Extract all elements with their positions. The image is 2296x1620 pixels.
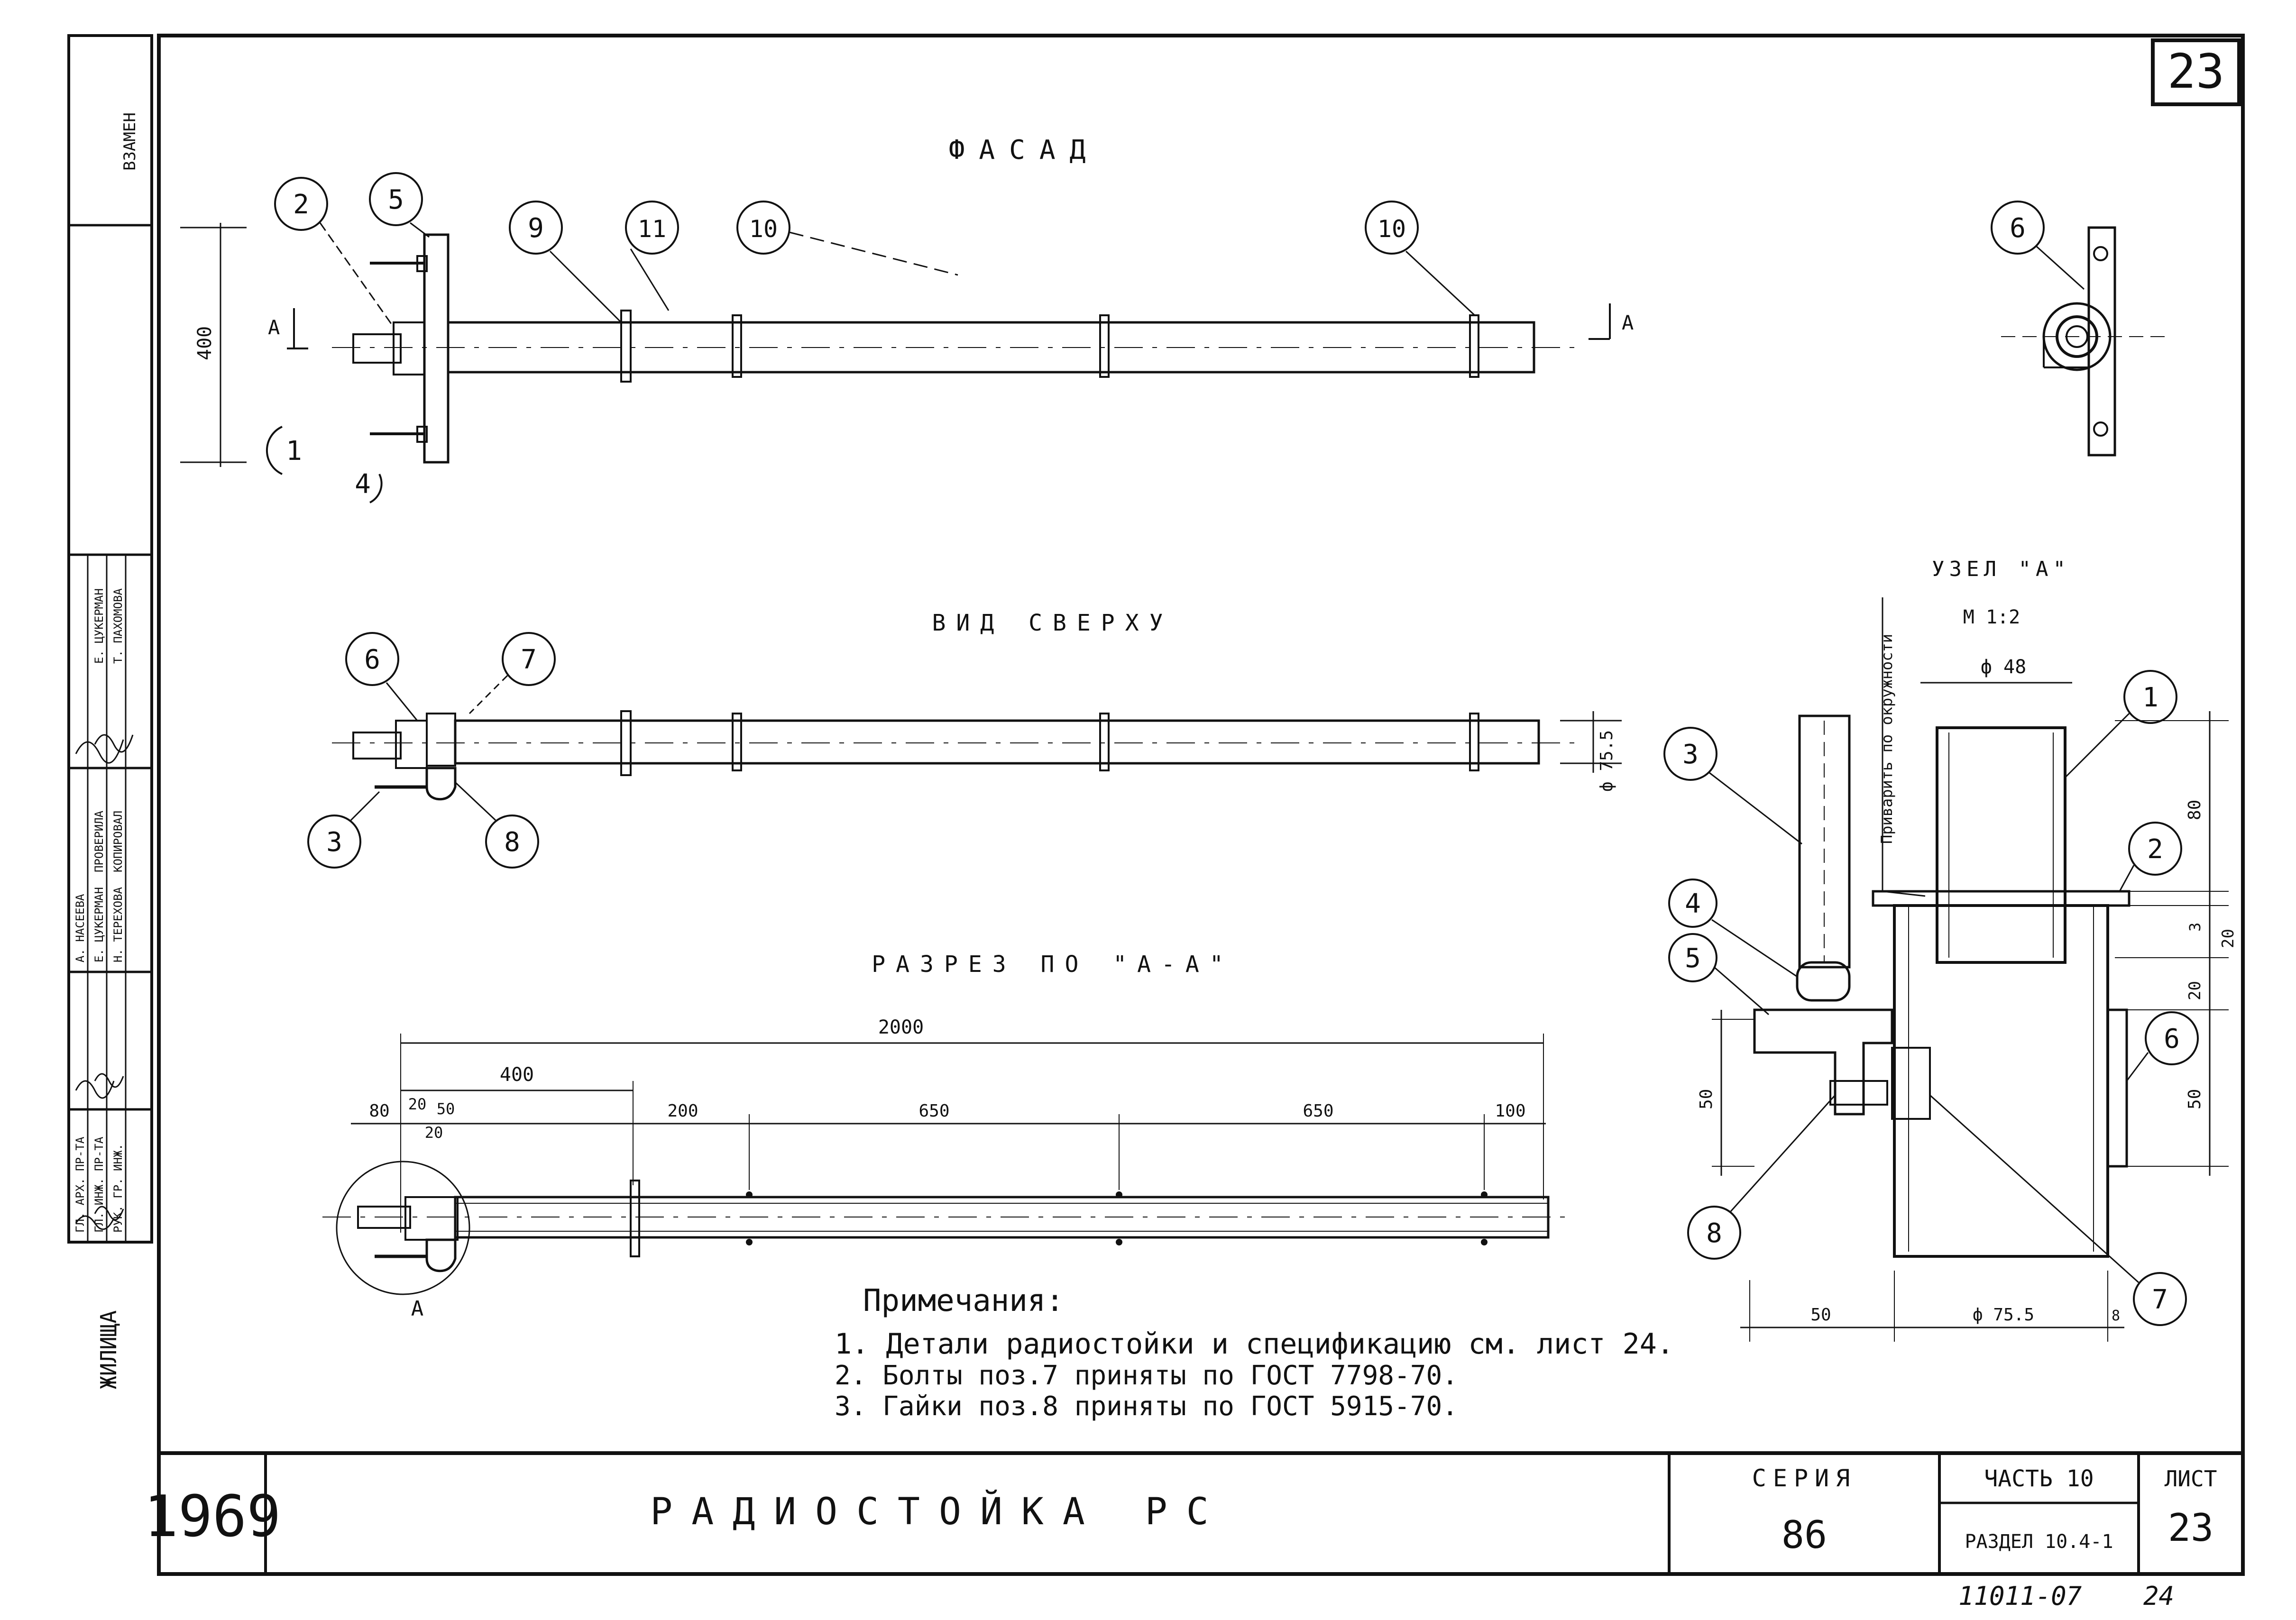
- facade-callout-1-arc: [266, 426, 283, 475]
- signatures: [75, 734, 134, 1230]
- node-dim-50b: 50: [1810, 1305, 1831, 1325]
- section-dim-650b: 650: [1303, 1101, 1333, 1121]
- name-2: Е. ЦУКЕРМАН: [92, 887, 106, 962]
- facade-callout-5: 5: [388, 184, 404, 215]
- notes-block: Примечания: 1. Детали радиостойки и спец…: [835, 1283, 1674, 1422]
- top-callout-6: 6: [364, 644, 380, 675]
- node-a-scale: М 1:2: [1963, 606, 2020, 628]
- top-view: ВИД СВЕРХУ ф 75.5 6 7 3 8: [307, 610, 1622, 869]
- year: 1969: [144, 1484, 281, 1550]
- node-callout-5: 5: [1685, 943, 1701, 974]
- section-dim-400: 400: [500, 1064, 534, 1086]
- left-approval-strip: ВЗАМЕН ЖИЛИЩА ГЛ. АРХ. ПР-ТА ГЛ. ИНЖ. ПР…: [67, 34, 153, 1389]
- facade-callout-4: 4: [355, 469, 371, 500]
- section-dim-50: 50: [437, 1100, 455, 1118]
- node-dim-50r: 50: [2185, 1089, 2204, 1109]
- facade-callout-1: 1: [286, 436, 302, 467]
- facade-callout-11: 11: [638, 215, 666, 243]
- note-3: 3. Гайки поз.8 приняты по ГОСТ 5915-70.: [835, 1391, 1458, 1422]
- section-dim-20a: 20: [408, 1095, 427, 1113]
- section-title: РАЗРЕЗ ПО "А-А": [872, 951, 1233, 978]
- zhilishcha-label: ЖИЛИЩА: [96, 1310, 121, 1389]
- node-callout-4: 4: [1685, 888, 1701, 919]
- section-label: РАЗДЕЛ 10.4-1: [1965, 1531, 2113, 1553]
- top-callout-3: 3: [326, 827, 342, 858]
- node-dia-48: ф 48: [1981, 656, 2026, 678]
- facade-callout-10b: 10: [1378, 215, 1406, 243]
- section-dim-80: 80: [369, 1101, 389, 1121]
- node-dim-20b: 20: [2186, 981, 2204, 1000]
- name-4: Е. ЦУКЕРМАН: [92, 588, 106, 664]
- footer-code: 11011-07: [1958, 1581, 2082, 1611]
- section-dim-200: 200: [667, 1101, 698, 1121]
- facade-dim-400: 400: [194, 326, 216, 360]
- name-1: А. НАСЕЕВА: [73, 894, 87, 962]
- node-dim-50l: 50: [1697, 1089, 1716, 1109]
- role-5: КОПИРОВАЛ: [111, 811, 125, 872]
- node-dim-3: 3: [2186, 923, 2204, 932]
- section-a-left: А: [268, 316, 280, 339]
- footer-page: 24: [2143, 1581, 2174, 1611]
- facade-callout-9: 9: [528, 213, 544, 244]
- elevation-callout-6: 6: [2010, 213, 2026, 244]
- section-dim-100: 100: [1495, 1101, 1525, 1121]
- section-dim-20b: 20: [425, 1124, 443, 1142]
- part-label: ЧАСТЬ 10: [1984, 1465, 2094, 1492]
- vzamen-label: ВЗАМЕН: [120, 112, 139, 171]
- node-a-circle: [336, 1161, 470, 1295]
- name-3: Н. ТЕРЕХОВА: [111, 887, 125, 962]
- node-dim-20a: 20: [2219, 929, 2238, 948]
- node-a-title: УЗЕЛ "А": [1932, 557, 2070, 581]
- sheet-frame: 23: [157, 34, 2245, 1576]
- sheet-label: ЛИСТ: [2165, 1466, 2217, 1492]
- section-dim-650a: 650: [918, 1101, 949, 1121]
- note-1: 1. Детали радиостойки и спецификацию см.…: [835, 1327, 1674, 1361]
- role-2: ГЛ. ИНЖ. ПР-ТА: [92, 1136, 106, 1233]
- footer: 11011-07 24: [1958, 1581, 2174, 1611]
- name-5: Т. ПАХОМОВА: [111, 588, 125, 664]
- note-2: 2. Болты поз.7 приняты по ГОСТ 7798-70.: [835, 1360, 1458, 1391]
- facade-callout-2: 2: [293, 189, 309, 220]
- node-dia-755: ф 75.5: [1973, 1305, 2034, 1325]
- node-dim-80: 80: [2185, 800, 2204, 820]
- node-dim-8: 8: [2112, 1308, 2120, 1324]
- drawing-title: РАДИОСТОЙКА РС: [650, 1490, 1227, 1533]
- facade-title: ФАСАД: [949, 135, 1100, 165]
- top-callout-7: 7: [521, 644, 537, 675]
- title-block: 1969 РАДИОСТОЙКА РС СЕРИЯ 86 ЧАСТЬ 10 РА…: [144, 1451, 2243, 1574]
- role-4: ПРОВЕРИЛА: [92, 810, 106, 872]
- facade-view: ФАСАД 400 А А 2 5: [180, 135, 1634, 503]
- section-dim-2000: 2000: [878, 1016, 924, 1038]
- node-a-detail: УЗЕЛ "А" М 1:2 Приварить по окружности ф…: [1663, 557, 2238, 1342]
- side-elevation-view: 6: [1991, 201, 2172, 457]
- top-view-diameter: ф 75.5: [1597, 730, 1616, 792]
- series-value: 86: [1782, 1513, 1827, 1557]
- series-label: СЕРИЯ: [1752, 1464, 1857, 1492]
- node-a-label: А: [411, 1297, 424, 1321]
- top-view-title: ВИД СВЕРХУ: [932, 610, 1174, 636]
- node-callout-1: 1: [2142, 682, 2158, 713]
- section-a-right: А: [1622, 311, 1634, 334]
- section-view: РАЗРЕЗ ПО "А-А" 2000 400 80 20 50 20 200…: [322, 951, 1565, 1321]
- notes-heading: Примечания:: [863, 1283, 1064, 1318]
- sheet-number: 23: [2167, 44, 2224, 99]
- weld-note: Приварить по окружности: [1878, 634, 1896, 844]
- node-callout-3: 3: [1682, 739, 1699, 770]
- node-callout-6: 6: [2164, 1024, 2180, 1054]
- node-callout-8: 8: [1706, 1218, 1722, 1249]
- facade-callout-4-arc: [369, 474, 383, 503]
- sheet-value: 23: [2168, 1506, 2213, 1550]
- node-callout-2: 2: [2147, 834, 2163, 865]
- facade-callout-10a: 10: [749, 215, 778, 243]
- node-callout-7: 7: [2152, 1284, 2168, 1315]
- top-callout-8: 8: [504, 827, 520, 858]
